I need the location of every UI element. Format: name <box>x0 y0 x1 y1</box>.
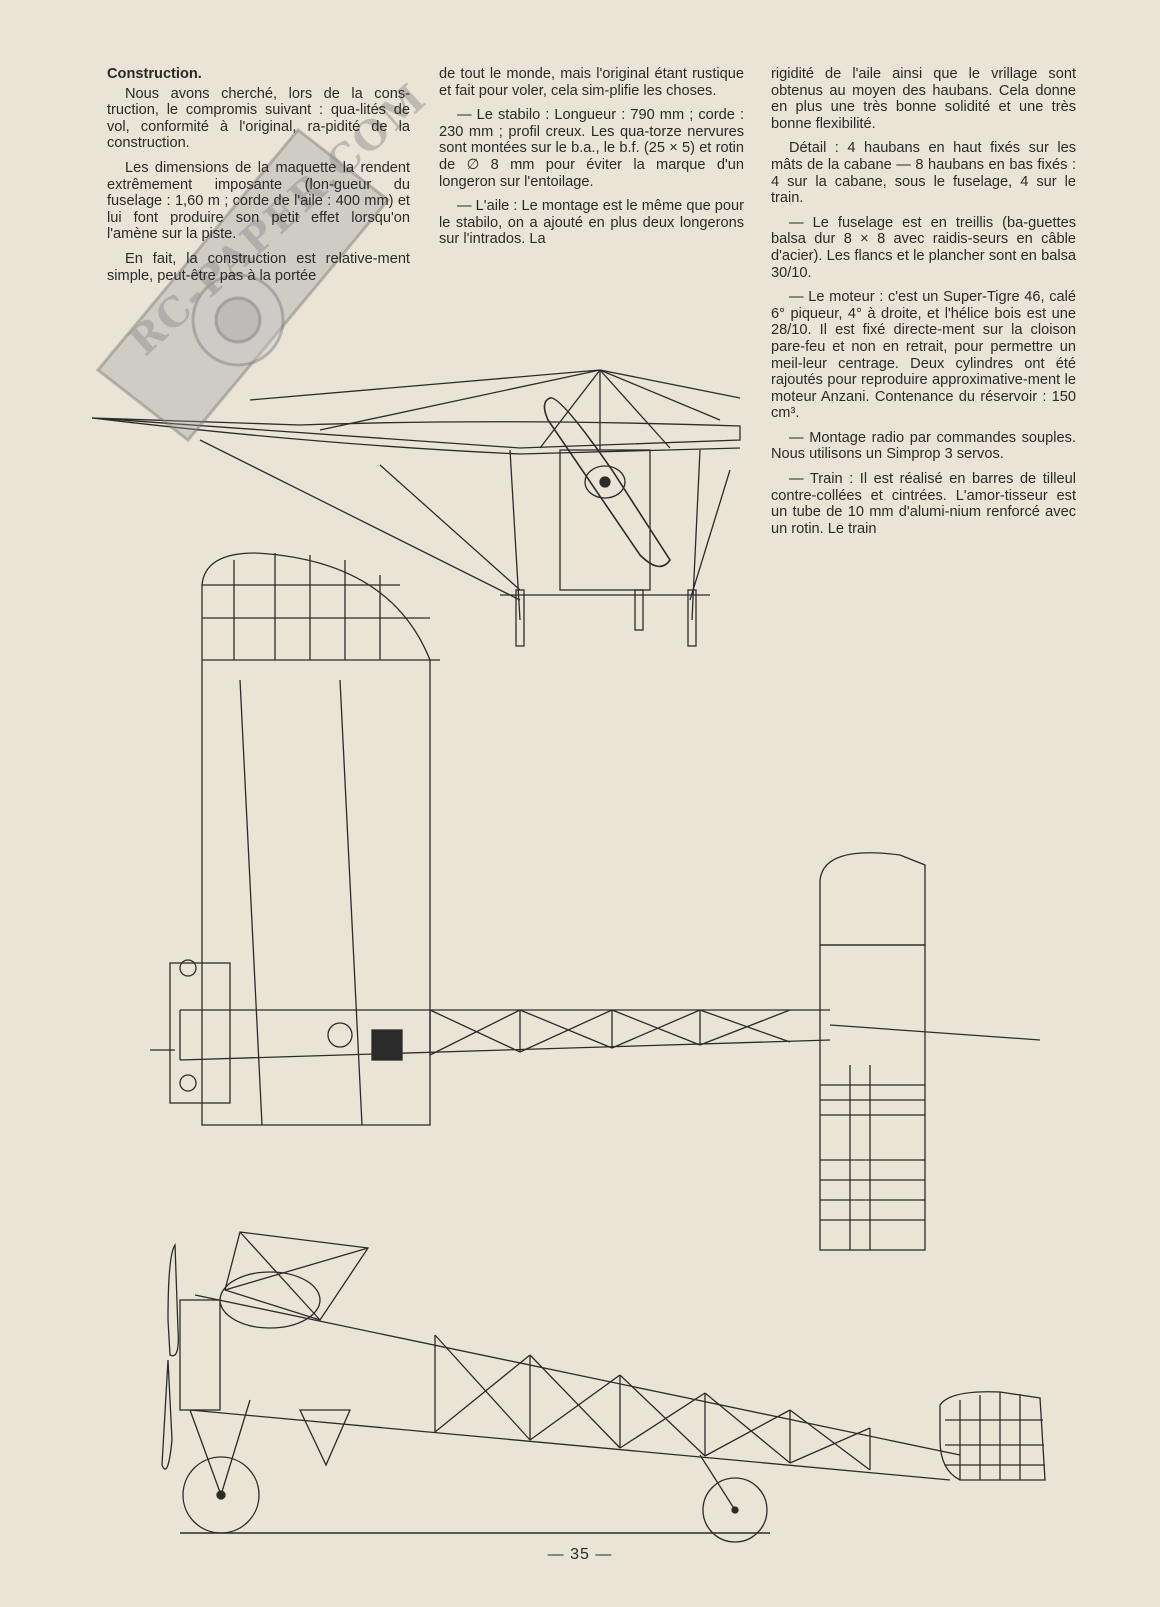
section-heading: Construction. <box>107 66 202 82</box>
paragraph: rigidité de l'aile ainsi que le vrillage… <box>771 66 1076 132</box>
paragraph: En fait, la construction est relative-me… <box>107 250 410 284</box>
paragraph: — Le moteur : c'est un Super-Tigre 46, c… <box>771 289 1076 422</box>
paragraph: de tout le monde, mais l'original étant … <box>439 66 744 99</box>
text-column-1: Construction. Nous avons cherché, lors d… <box>107 66 410 290</box>
page-number: — 35 — <box>547 1546 613 1563</box>
paragraph: — Le fuselage est en treillis (ba-guette… <box>771 214 1076 281</box>
paragraph: — Train : Il est réalisé en barres de ti… <box>771 471 1076 537</box>
text-column-3: rigidité de l'aile ainsi que le vrillage… <box>771 66 1076 571</box>
side-view <box>161 1231 1046 1543</box>
paragraph: Les dimensions de la maquette la rendent… <box>107 159 410 243</box>
paragraph: — Montage radio par commandes souples. N… <box>771 429 1076 463</box>
top-view <box>150 552 1041 1251</box>
paragraph: — L'aile : Le montage est le même que po… <box>439 198 744 248</box>
paragraph: — Le stabilo : Longueur : 790 mm ; corde… <box>439 107 744 190</box>
paragraph: Nous avons cherché, lors de la cons-truc… <box>107 85 410 152</box>
front-view <box>91 369 741 647</box>
paragraph: Détail : 4 haubans en haut fixés sur les… <box>771 140 1076 207</box>
text-column-2: de tout le monde, mais l'original étant … <box>439 66 744 288</box>
